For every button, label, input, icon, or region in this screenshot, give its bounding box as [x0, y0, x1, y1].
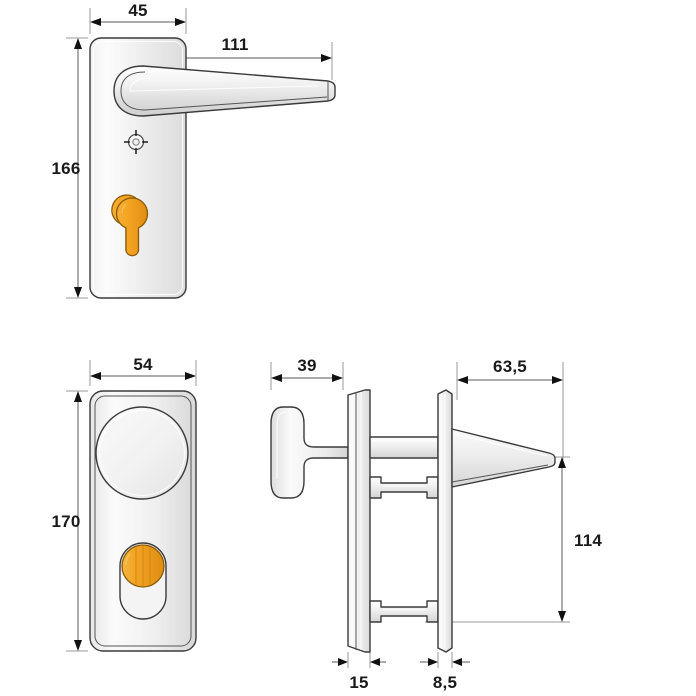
- view-side-section: 39 63,5 114 15: [270, 356, 602, 692]
- dimension-label-54: 54: [133, 355, 153, 374]
- dimension-8-5: 8,5: [420, 652, 470, 692]
- view-front-knob: 54 170: [52, 355, 197, 652]
- dimension-label-45: 45: [128, 1, 147, 20]
- lever-handle: [113, 65, 336, 117]
- knob-side-profile: [270, 406, 349, 499]
- euro-cylinder-keyhole: [111, 194, 149, 257]
- dimension-label-39: 39: [297, 356, 316, 375]
- lever-side-profile: [451, 428, 556, 488]
- knob-rosette-circle: [95, 406, 189, 500]
- square-spindle: [369, 436, 439, 459]
- screw-hole-icon: [124, 130, 148, 154]
- dimension-15: 15: [332, 652, 386, 692]
- dimension-label-111: 111: [221, 35, 248, 54]
- knob-rosette-highlight: [98, 409, 186, 497]
- view-front-lever: 45 111 166: [52, 1, 336, 299]
- dimension-label-8-5: 8,5: [433, 673, 457, 692]
- thin-plate-right: [437, 389, 453, 653]
- dimension-label-114: 114: [574, 531, 602, 550]
- dimension-170: 170: [52, 390, 88, 652]
- lever-backplate-highlight: [92, 40, 184, 296]
- dimension-45: 45: [89, 1, 187, 34]
- cylinder-escutcheon: [119, 542, 167, 620]
- dimension-54: 54: [89, 355, 197, 386]
- dimension-label-63-5: 63,5: [493, 357, 527, 376]
- knob-backplate-inner-edge: [94, 395, 192, 647]
- dimension-166: 166: [52, 37, 88, 299]
- dimension-label-170: 170: [52, 512, 81, 531]
- dimension-label-166: 166: [52, 159, 81, 178]
- dimension-39: 39: [270, 356, 344, 390]
- dimension-label-15: 15: [349, 673, 368, 692]
- thick-plate-left: [347, 389, 371, 653]
- dimension-63-5: 63,5: [456, 357, 564, 460]
